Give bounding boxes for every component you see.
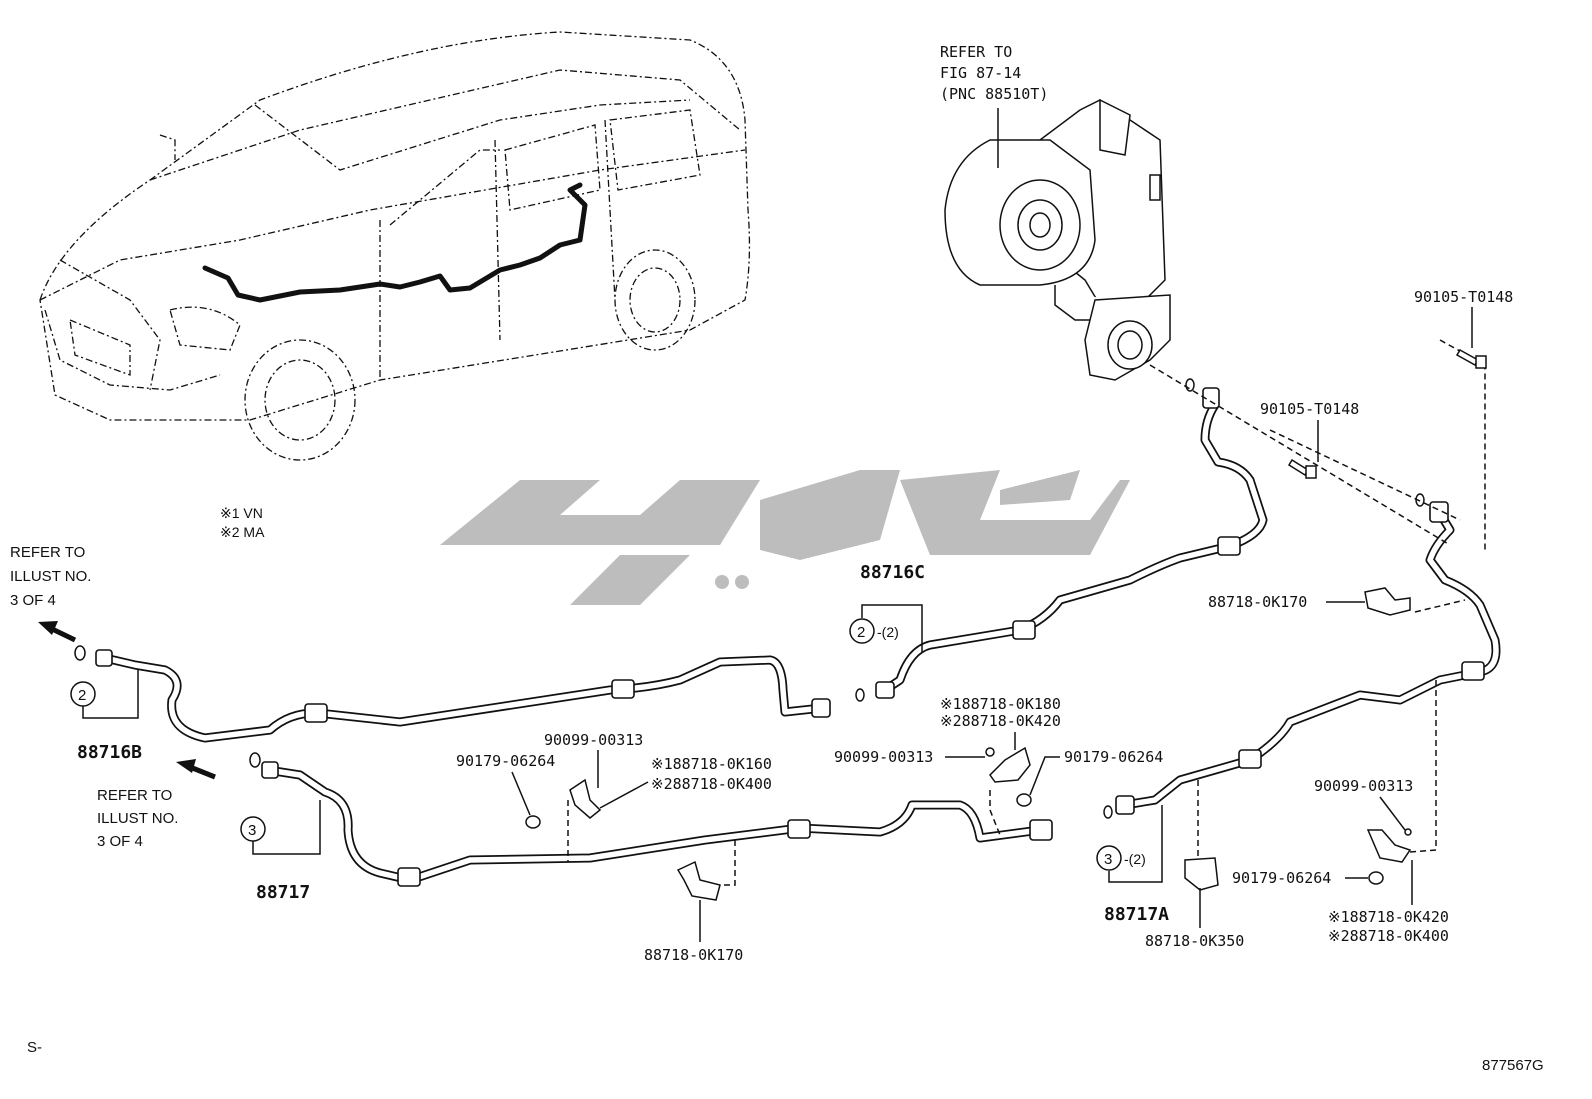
part-clamp-m-2: ※288718-0K420 <box>940 712 1061 730</box>
o-ring <box>249 752 261 768</box>
o-ring <box>1415 493 1425 507</box>
refer-left-mid-line2: ILLUST NO. <box>97 810 178 827</box>
clamp-icon <box>1184 857 1219 891</box>
pipe-88716B <box>95 649 831 743</box>
arrow-left-mid-icon <box>176 759 216 780</box>
harness-route <box>202 182 588 303</box>
pipe-88717A <box>1115 501 1501 815</box>
svg-text:2: 2 <box>78 687 86 704</box>
ring-symbol-2a: 2 <box>70 681 96 707</box>
vehicle-outline <box>39 31 751 461</box>
svg-text:3: 3 <box>1104 851 1112 868</box>
part-screw-m: 90099-00313 <box>834 748 933 766</box>
leader <box>599 781 649 809</box>
o-ring <box>1185 378 1195 392</box>
part-bolt-top: 90105-T0148 <box>1414 288 1513 306</box>
clamp-icon <box>985 746 1032 807</box>
o-ring <box>855 688 865 702</box>
part-clamp-r-top: 88718-0K170 <box>1208 593 1307 611</box>
bolt-icon <box>1455 348 1487 369</box>
leader <box>1029 756 1060 796</box>
pipe-88716C <box>875 387 1268 699</box>
clamp-icon <box>525 778 602 829</box>
legend-ma: ※2 MA <box>220 524 265 540</box>
part-88716B: 88716B <box>77 742 142 763</box>
clamp-icon <box>1366 828 1412 885</box>
blower-unit <box>944 98 1171 381</box>
svg-text:3: 3 <box>248 822 256 839</box>
pipe-88717 <box>261 761 1053 887</box>
refer-left-top-line2: ILLUST NO. <box>10 568 91 585</box>
part-clamp-c-1: ※188718-0K160 <box>651 755 772 773</box>
bolt-icon <box>1287 458 1317 479</box>
arrow-left-top-icon <box>38 621 77 643</box>
part-88716C: 88716C <box>860 562 925 583</box>
legend-vn: ※1 VN <box>220 505 263 521</box>
part-screw-c: 90099-00313 <box>544 731 643 749</box>
bracket-88716B <box>82 670 139 719</box>
leader <box>511 771 531 816</box>
refer-left-top-line1: REFER TO <box>10 544 85 561</box>
part-nut-c: 90179-06264 <box>456 752 555 770</box>
clamp-icon <box>676 860 721 901</box>
ring-symbol-3a: 3 <box>240 816 266 842</box>
part-bolt-mid: 90105-T0148 <box>1260 400 1359 418</box>
part-88717A: 88717A <box>1104 904 1169 925</box>
refer-fig-line3: (PNC 88510T) <box>940 85 1048 103</box>
part-clamp-m-1: ※188718-0K180 <box>940 695 1061 713</box>
o-ring <box>74 645 86 661</box>
watermark-logo <box>440 470 1130 605</box>
corner-label: S- <box>27 1039 42 1056</box>
qty-ring-3: -(2) <box>1124 851 1146 867</box>
refer-left-top-line3: 3 OF 4 <box>10 592 56 609</box>
part-88717: 88717 <box>256 882 310 903</box>
part-clamp-c-2: ※288718-0K400 <box>651 775 772 793</box>
bracket-88717 <box>252 800 321 855</box>
refer-left-mid-line1: REFER TO <box>97 787 172 804</box>
dashed-guides <box>567 339 1486 886</box>
o-ring <box>1103 805 1113 819</box>
part-clamp-r-1: ※188718-0K420 <box>1328 908 1449 926</box>
part-clamp-r-2: ※288718-0K400 <box>1328 927 1449 945</box>
refer-left-mid-line3: 3 OF 4 <box>97 833 143 850</box>
refer-fig-line1: REFER TO <box>940 43 1012 61</box>
ring-symbol-3b: 3 <box>1096 845 1122 871</box>
figure-code: 877567G <box>1482 1057 1544 1074</box>
ring-symbol-2b: 2 <box>849 618 875 644</box>
svg-text:2: 2 <box>857 624 865 641</box>
part-screw-r: 90099-00313 <box>1314 777 1413 795</box>
part-nut-r: 90179-06264 <box>1232 869 1331 887</box>
refer-fig-line2: FIG 87-14 <box>940 64 1021 82</box>
bracket-88717A <box>1108 805 1163 883</box>
leader <box>1379 796 1406 831</box>
part-clamp-bottom-r: 88718-0K350 <box>1145 932 1244 950</box>
part-nut-m: 90179-06264 <box>1064 748 1163 766</box>
part-clamp-bottom-c: 88718-0K170 <box>644 946 743 964</box>
qty-ring-2: -(2) <box>877 624 899 640</box>
bracket-88716C <box>861 604 923 652</box>
clamp-icon <box>1364 587 1411 616</box>
